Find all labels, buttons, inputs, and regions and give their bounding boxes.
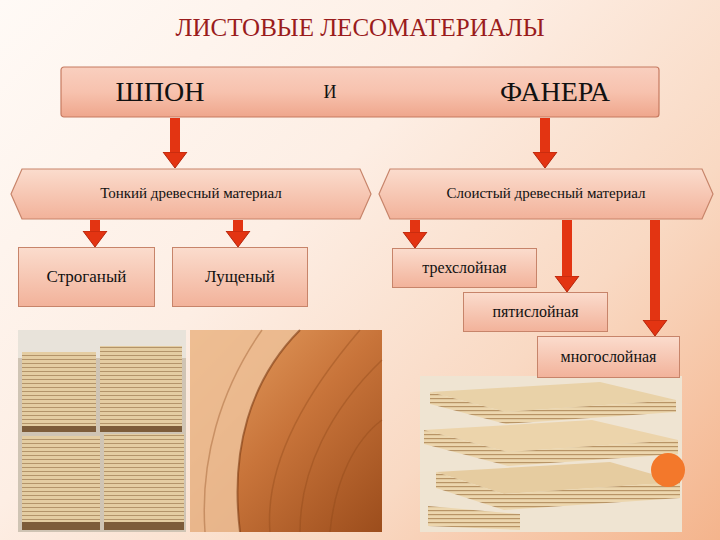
veneer-stack-photo [18,330,186,532]
photo-ground [18,330,186,532]
header-bar: ШПОН И ФАНЕРА [60,66,660,118]
node-label: Слоистый древесный материал [446,185,645,202]
pallet [22,522,100,530]
veneer-stack [100,346,182,426]
node-label: Лущеный [205,267,275,287]
plywood-edge [428,506,520,530]
pallet [104,522,184,530]
box-shape [538,337,680,378]
photo-ground [420,376,682,532]
plywood-edge [430,392,506,424]
node-label: ШПОН [116,76,205,108]
node-label: трехслойная [422,259,506,277]
veneer-stack [22,352,96,426]
type-box: пятислойная [463,292,608,332]
band-shape [11,169,371,219]
block-arrow [170,118,180,152]
veneer-roll-photo [190,330,382,532]
veneer-sheet [190,330,382,532]
block-arrow [410,220,420,232]
type-box: многослойная [537,336,680,378]
veneer-edge [238,330,301,532]
block-arrow [90,220,100,231]
plywood-edge [508,440,678,466]
pallet [22,426,96,432]
plywood-edge [504,482,680,510]
box-shape [173,248,308,307]
category-band: Слоистый древесный материал [378,168,714,220]
block-arrow [233,220,243,231]
category-band: Тонкий древесный материал [10,168,372,220]
block-arrow [562,220,572,276]
box-shape [19,248,155,307]
node-label: Строганый [47,267,127,287]
pallet [100,426,182,432]
plywood-edge [424,430,508,466]
block-arrow [540,118,550,152]
veneer-stack [104,434,184,522]
slide-title: ЛИСТОВЫЕ ЛЕСОМАТЕРИАЛЫ [0,14,720,42]
node-label: ФАНЕРА [500,76,610,108]
type-box: трехслойная [392,248,537,288]
node-label: Тонкий древесный материал [100,185,282,202]
node-label: пятислойная [492,303,578,321]
block-arrow [650,220,660,320]
box-shape [464,293,608,332]
plywood-photo [420,376,682,532]
veneer-curl [190,330,300,532]
type-box: Строганый [18,247,155,307]
veneer-stack [22,436,100,522]
band-shape [379,169,713,219]
node-label: И [324,82,337,103]
decor-circle [651,453,685,487]
bar-shape [61,67,659,117]
node-label: многослойная [561,348,657,366]
box-shape [393,249,537,288]
wood-grain [204,330,382,532]
type-box: Лущеный [172,247,308,307]
plywood-edge [436,472,504,510]
